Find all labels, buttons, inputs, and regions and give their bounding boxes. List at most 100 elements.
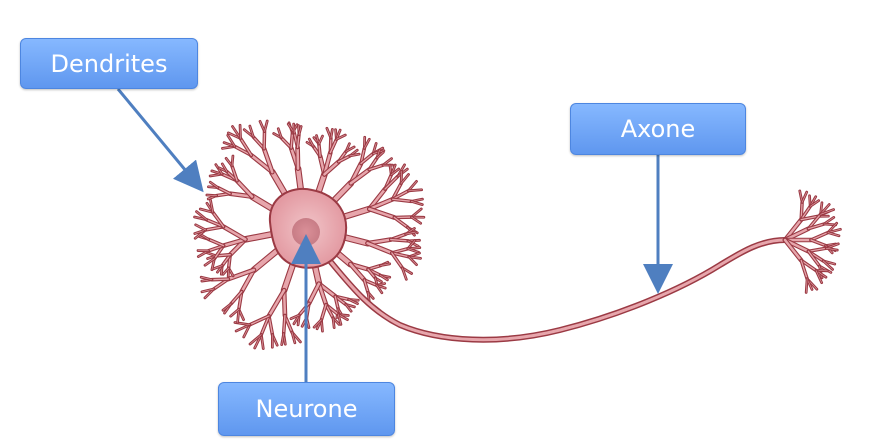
branch xyxy=(195,224,206,231)
branch xyxy=(200,208,214,213)
dendrite-tree xyxy=(193,119,426,351)
branch xyxy=(230,308,240,317)
branch xyxy=(391,252,410,258)
branch xyxy=(380,263,390,266)
branch xyxy=(222,163,228,172)
branch xyxy=(318,143,321,157)
branch xyxy=(368,207,396,219)
branch xyxy=(240,268,256,293)
branch xyxy=(367,292,370,301)
branch xyxy=(364,138,370,149)
branch xyxy=(291,331,296,344)
branch xyxy=(391,252,403,269)
branch xyxy=(204,258,215,266)
branch xyxy=(267,289,286,318)
branch xyxy=(283,314,286,335)
branch xyxy=(211,278,229,281)
branch xyxy=(363,279,369,294)
branch xyxy=(207,244,225,252)
branch xyxy=(201,288,215,293)
branch xyxy=(249,315,270,326)
branch xyxy=(822,260,833,270)
branch xyxy=(805,278,808,293)
branch xyxy=(239,137,252,156)
axon xyxy=(307,235,788,343)
branch xyxy=(379,274,388,281)
branch xyxy=(290,132,294,149)
label-dendrites: Dendrites xyxy=(20,38,198,89)
branch xyxy=(307,282,321,305)
branch xyxy=(252,136,265,150)
branch xyxy=(800,215,819,221)
branch xyxy=(317,282,328,306)
branch xyxy=(235,179,254,198)
branch xyxy=(231,155,234,167)
branch xyxy=(405,231,416,235)
branch xyxy=(250,154,274,174)
branch xyxy=(231,165,238,182)
branch xyxy=(810,231,829,241)
branch xyxy=(827,232,840,237)
branch xyxy=(290,314,300,319)
branch xyxy=(820,209,834,215)
branch xyxy=(298,126,302,136)
branch xyxy=(296,134,300,149)
branch xyxy=(210,181,219,188)
branch xyxy=(410,201,423,205)
branch xyxy=(222,303,232,311)
branch xyxy=(264,120,268,132)
branch xyxy=(336,134,346,140)
branch xyxy=(313,319,322,328)
branch xyxy=(809,200,819,207)
branch xyxy=(408,189,422,192)
branch xyxy=(277,128,282,139)
branch xyxy=(318,135,323,145)
branch xyxy=(330,129,333,139)
branch xyxy=(262,147,274,174)
branch xyxy=(800,259,817,272)
branch xyxy=(800,205,811,221)
label-axone: Axone xyxy=(570,103,746,155)
cell-body xyxy=(268,187,348,269)
branch xyxy=(390,238,409,242)
branch xyxy=(206,194,217,196)
branch xyxy=(281,333,284,345)
branch xyxy=(815,270,822,283)
branch xyxy=(384,175,399,190)
branch xyxy=(337,314,342,325)
branch xyxy=(801,191,808,203)
branch xyxy=(212,211,225,228)
branch xyxy=(249,125,254,138)
axon-terminals xyxy=(782,189,842,294)
branch xyxy=(783,238,803,262)
branch xyxy=(807,247,827,252)
branch xyxy=(367,268,376,279)
branch xyxy=(323,160,340,176)
branch xyxy=(376,151,384,159)
branch xyxy=(227,268,256,281)
branch xyxy=(390,168,399,176)
branch xyxy=(391,198,412,202)
branch xyxy=(348,299,358,304)
branch xyxy=(260,315,270,336)
branch xyxy=(320,303,327,321)
branch xyxy=(810,239,827,247)
branch xyxy=(349,262,366,282)
nucleus xyxy=(292,218,320,246)
branch xyxy=(360,152,374,165)
branch xyxy=(825,247,838,251)
branch xyxy=(217,186,231,195)
branch xyxy=(400,174,409,184)
branch xyxy=(368,197,394,211)
branch xyxy=(345,304,352,312)
branch xyxy=(332,317,335,328)
branch xyxy=(230,290,243,305)
branch xyxy=(280,137,292,149)
branch xyxy=(293,123,295,134)
branch xyxy=(366,241,394,255)
branch xyxy=(819,265,832,273)
branch xyxy=(208,238,225,247)
branch xyxy=(212,265,223,270)
branch xyxy=(807,250,821,267)
arrow-dendrites xyxy=(116,88,204,193)
